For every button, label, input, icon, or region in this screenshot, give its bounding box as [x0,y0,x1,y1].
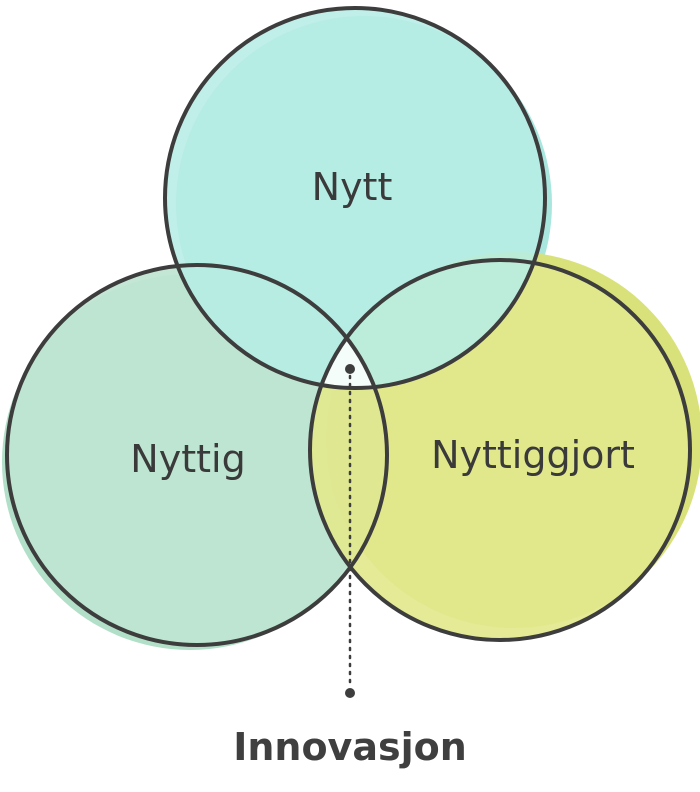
right-circle-outline [308,258,692,642]
label-nyttig: Nyttig [130,437,245,481]
pointer-start-dot [345,364,355,374]
label-nytt: Nytt [312,165,393,209]
label-nyttiggjort: Nyttiggjort [431,433,635,477]
pointer [345,364,355,698]
center-label: Innovasjon [233,725,467,769]
left-circle-outline [5,263,389,647]
circle-outlines [5,6,692,647]
circle-fills [7,8,690,645]
top-circle-fill [165,8,545,388]
top-circle-outline [163,6,547,390]
pointer-end-dot [345,688,355,698]
